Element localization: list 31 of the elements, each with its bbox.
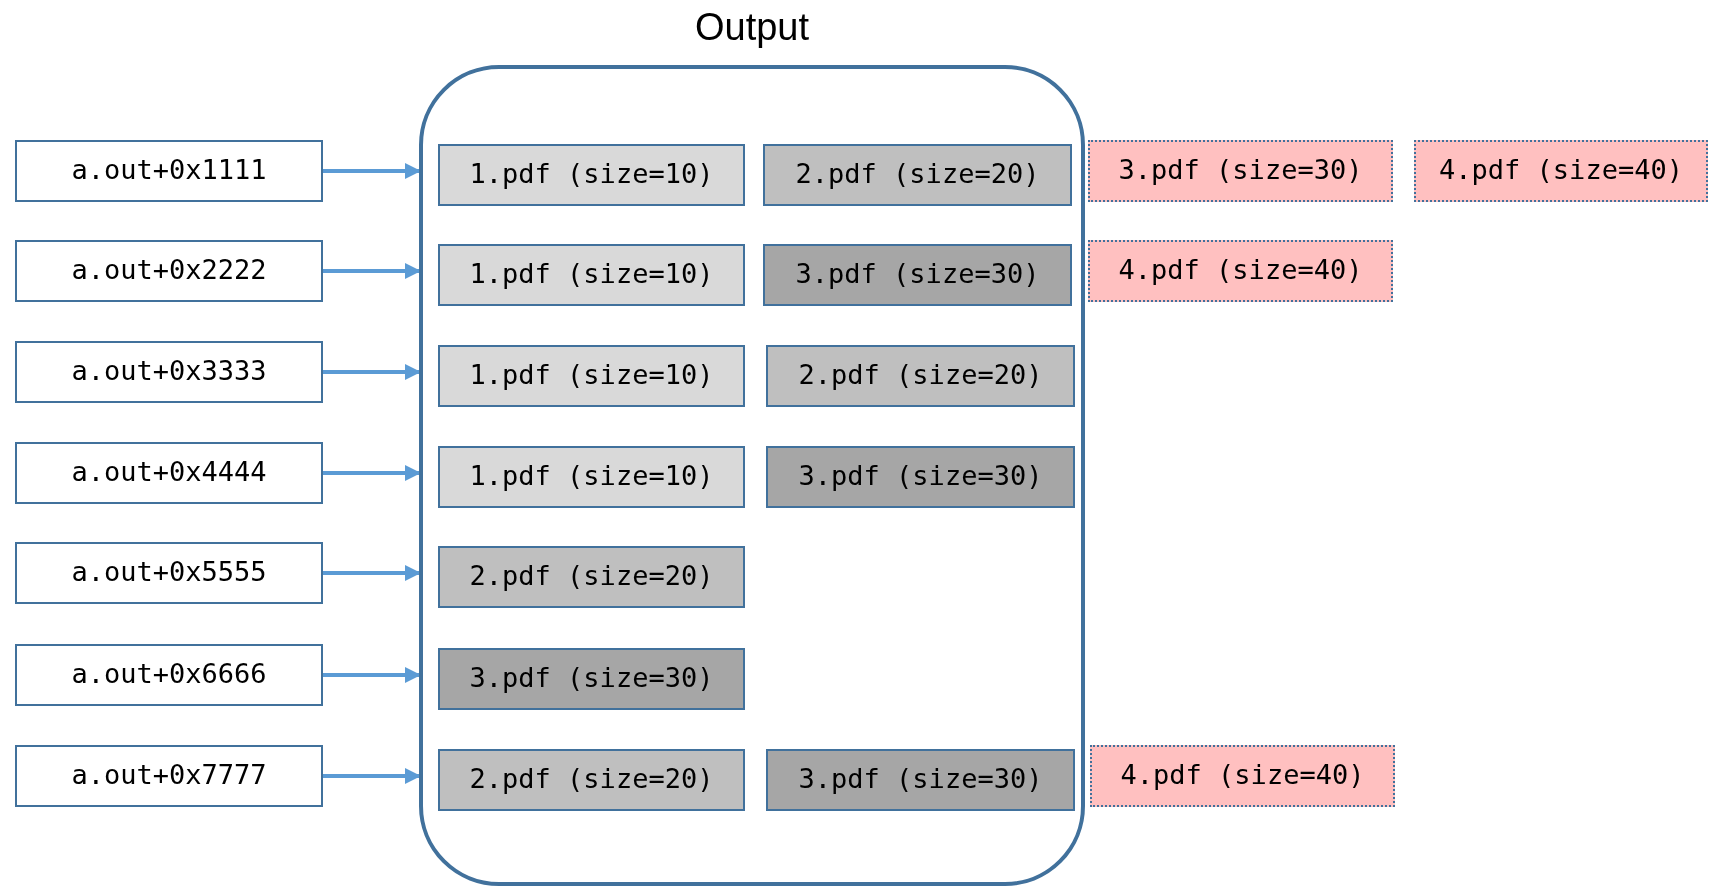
address-box: a.out+0x1111 (15, 140, 323, 202)
address-box: a.out+0x2222 (15, 240, 323, 302)
file-box: 3.pdf (size=30) (763, 244, 1072, 306)
file-box: 3.pdf (size=30) (438, 648, 745, 710)
file-box: 1.pdf (size=10) (438, 345, 745, 407)
arrow (323, 163, 421, 179)
arrow (323, 768, 421, 784)
highlighted-file-box: 4.pdf (size=40) (1414, 140, 1708, 202)
file-box: 2.pdf (size=20) (438, 749, 745, 811)
container-title: Output (693, 5, 811, 50)
address-box: a.out+0x3333 (15, 341, 323, 403)
file-box: 2.pdf (size=20) (763, 144, 1072, 206)
file-box: 1.pdf (size=10) (438, 144, 745, 206)
address-box: a.out+0x7777 (15, 745, 323, 807)
highlighted-file-box: 4.pdf (size=40) (1088, 240, 1393, 302)
file-box: 3.pdf (size=30) (766, 446, 1075, 508)
highlighted-file-box: 3.pdf (size=30) (1088, 140, 1393, 202)
highlighted-file-box: 4.pdf (size=40) (1090, 745, 1395, 807)
file-box: 3.pdf (size=30) (766, 749, 1075, 811)
arrow (323, 263, 421, 279)
address-box: a.out+0x5555 (15, 542, 323, 604)
file-box: 2.pdf (size=20) (766, 345, 1075, 407)
file-box: 2.pdf (size=20) (438, 546, 745, 608)
arrow (323, 364, 421, 380)
address-box: a.out+0x6666 (15, 644, 323, 706)
file-box: 1.pdf (size=10) (438, 446, 745, 508)
arrow (323, 565, 421, 581)
arrow (323, 465, 421, 481)
arrow (323, 667, 421, 683)
address-box: a.out+0x4444 (15, 442, 323, 504)
file-box: 1.pdf (size=10) (438, 244, 745, 306)
